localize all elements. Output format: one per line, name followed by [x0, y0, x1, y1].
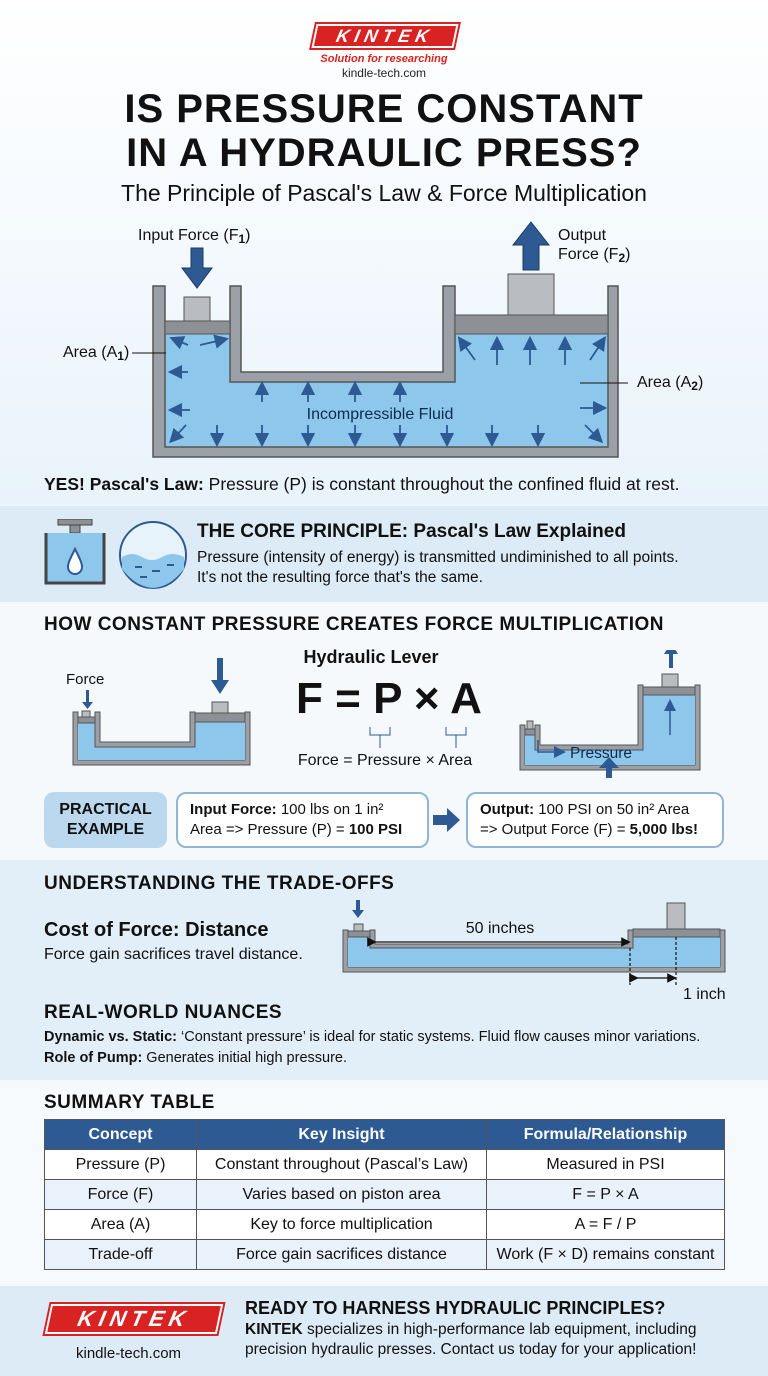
pressure-arrows [167, 334, 608, 448]
large-piston [454, 314, 609, 335]
nuance-dynamic: Dynamic vs. Static: ‘Constant pressure’ … [44, 1029, 701, 1045]
table-cell: Area (A) [44, 1209, 197, 1240]
large-piston-rod [507, 273, 555, 316]
cost-text: Force gain sacrifices travel distance. [44, 946, 303, 963]
table-header-row: Concept Key Insight Formula/Relationship [44, 1119, 725, 1150]
area1-label: Area (A1) [63, 344, 130, 363]
distance-long-label: 50 inches [465, 920, 535, 937]
nuance-pump: Role of Pump: Generates initial high pre… [44, 1050, 348, 1066]
cta-line1: KINTEK specializes in high-performance l… [245, 1321, 697, 1338]
formula-words: Force = Pressure × Area [297, 752, 473, 769]
multiplication-heading: HOW CONSTANT PRESSURE CREATES FORCE MULT… [44, 614, 664, 635]
pressure-label: Pressure [570, 745, 633, 762]
table-cell: Pressure (P) [44, 1149, 197, 1180]
vessel-middle-wall [229, 285, 456, 383]
small-piston-rod [183, 296, 211, 322]
table-cell: A = F / P [486, 1209, 725, 1240]
formula: F = P × A [296, 674, 482, 723]
table-cell: Key to force multiplication [196, 1209, 487, 1240]
footer-kintek-logo[interactable]: KINTEK [44, 1304, 224, 1334]
table-cell: Force (F) [44, 1179, 197, 1210]
table-cell: Varies based on piston area [196, 1179, 487, 1210]
table-cell: F = P × A [486, 1179, 725, 1210]
area2-label: Area (A2) [637, 374, 704, 393]
core-line1: Pressure (intensity of energy) is transm… [197, 549, 679, 566]
vessel-wall [152, 285, 619, 458]
force-label: Force [66, 671, 105, 688]
summary-table: Concept Key Insight Formula/Relationship… [44, 1119, 725, 1270]
output-force-arrow [511, 221, 551, 271]
table-cell: Force gain sacrifices distance [196, 1239, 487, 1270]
distance-diagram [342, 900, 726, 985]
footer-url[interactable]: kindle-tech.com [76, 1345, 182, 1362]
input-force-label: Input Force (F1) [138, 227, 251, 246]
kintek-logo[interactable]: KINTEK [311, 24, 459, 48]
page-title-line2: IN A HYDRAULIC PRESS? [126, 131, 642, 175]
brand-tagline: Solution for researching [320, 53, 448, 65]
lever-title: Hydraulic Lever [303, 647, 439, 667]
cta-heading: READY TO HARNESS HYDRAULIC PRINCIPLES? [245, 1298, 666, 1318]
table-cell: Constant throughout (Pascal’s Law) [196, 1149, 487, 1180]
hydraulic-press-diagram [132, 221, 628, 458]
cta-line2: precision hydraulic presses. Contact us … [245, 1341, 697, 1358]
page-title-line1: IS PRESSURE CONSTANT [124, 87, 644, 131]
pascal-icons [44, 519, 187, 589]
table-cell: Measured in PSI [486, 1149, 725, 1180]
table-cell: Work (F × D) remains constant [486, 1239, 725, 1270]
nuances-heading: REAL-WORLD NUANCES [44, 1002, 283, 1023]
table-row: Pressure (P)Constant throughout (Pascal’… [44, 1149, 725, 1180]
core-line2: It's not the resulting force that's the … [197, 569, 483, 586]
input-force-arrow [181, 247, 213, 289]
hydraulic-lever-diagram [72, 650, 701, 778]
summary-heading: SUMMARY TABLE [44, 1092, 215, 1113]
table-cell: Trade-off [44, 1239, 197, 1270]
fluid-label: Incompressible Fluid [306, 406, 454, 423]
column-header: Key Insight [196, 1119, 487, 1150]
distance-short-label: 1 inch [683, 986, 726, 1003]
page-subtitle: The Principle of Pascal's Law & Force Mu… [121, 180, 647, 206]
column-header: Formula/Relationship [486, 1119, 725, 1150]
conclusion-statement: YES! Pascal's Law: Pressure (P) is const… [44, 474, 680, 494]
tradeoffs-heading: UNDERSTANDING THE TRADE-OFFS [44, 873, 395, 894]
arrow-right-icon [433, 808, 460, 832]
brand-url[interactable]: kindle-tech.com [341, 66, 427, 80]
small-piston [164, 320, 231, 335]
cost-title: Cost of Force: Distance [44, 919, 269, 941]
core-heading: THE CORE PRINCIPLE: Pascal's Law Explain… [197, 521, 626, 542]
drop-icon [66, 546, 84, 575]
example-output-box: Output: 100 PSI on 50 in² Area=> Output … [466, 792, 724, 848]
column-header: Concept [44, 1119, 197, 1150]
